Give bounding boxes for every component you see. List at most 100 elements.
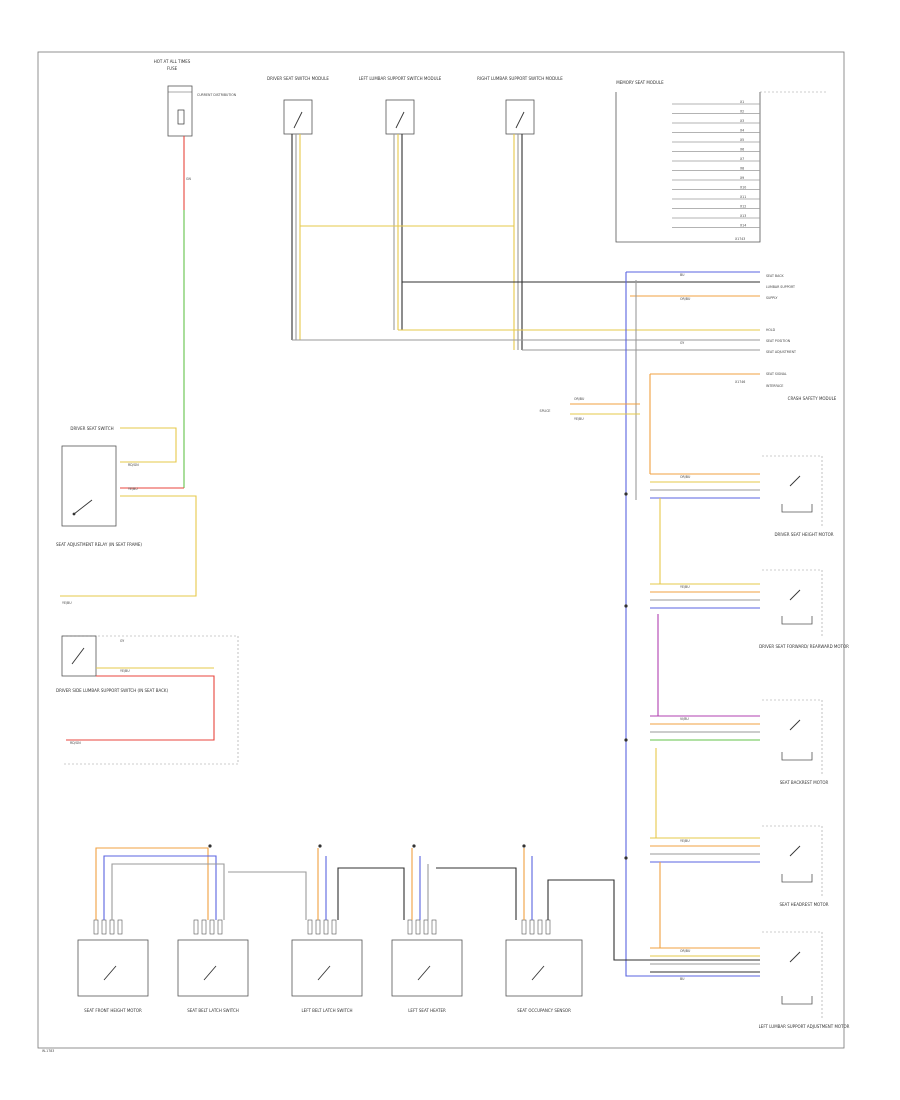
wire-red-lumbar — [66, 675, 215, 741]
wire-color-label: YE/BU — [680, 839, 690, 843]
top-fuse-sub: FUSE — [167, 66, 178, 71]
right-module: MEMORY SEAT MODULE X1X2X3X4X5X6X7X8X9X10… — [615, 80, 837, 401]
module-signal-label: SUPPLY — [766, 296, 778, 300]
wire-color-label: OR/BU — [680, 949, 691, 953]
right-module-pin-group-b: X1746 — [735, 380, 745, 384]
splice-dot — [624, 856, 628, 860]
wire-color-label: GN — [186, 177, 191, 181]
wire-color-label: RD/GN — [128, 463, 139, 467]
wire-color-label: OR/BU — [680, 297, 691, 301]
wire-color-label: GY — [120, 639, 124, 643]
module-pin-label: X6 — [740, 148, 744, 152]
connector-pin — [423, 919, 429, 935]
bottom-motors: SEAT FRONT HEIGHT MOTOR SEAT BELT LATCH S… — [77, 919, 583, 1013]
bottom-motor-label: SEAT FRONT HEIGHT MOTOR — [84, 1008, 142, 1013]
connector-pin — [93, 919, 99, 935]
wire-color-label: YE/BU — [62, 601, 72, 605]
module-signal-label: SEAT BACK — [766, 274, 784, 278]
bottom-motor-box — [291, 939, 363, 997]
module-pin-label: X3 — [740, 119, 744, 123]
splice-dot — [522, 844, 526, 848]
top-module-c-box — [505, 99, 535, 135]
right-module-label: MEMORY SEAT MODULE — [616, 80, 664, 85]
connector-pin — [331, 919, 337, 935]
switch-icon — [789, 845, 801, 857]
motor-switch-icon — [417, 965, 431, 981]
bottom-motor-label: SEAT BELT LATCH SWITCH — [187, 1008, 239, 1013]
module-pin-label: X10 — [740, 186, 746, 190]
left-switch-box — [61, 635, 97, 677]
module-signal-label: SEAT SIGNAL — [766, 372, 787, 376]
wire-blue-bottom — [103, 855, 217, 920]
wire-gray-bottom — [111, 863, 225, 920]
wire-yellow-relay — [60, 495, 197, 597]
connector-pin — [431, 919, 437, 935]
wires — [60, 134, 760, 977]
top-fuse-label: HOT AT ALL TIMES — [154, 59, 191, 64]
module-pin-label: X1 — [740, 100, 744, 104]
wire-gray-bottom-b — [228, 871, 307, 920]
connector-pin — [529, 919, 535, 935]
wire-yellow-switch — [120, 427, 177, 463]
seat-switch-box — [61, 445, 117, 527]
motor-icon — [781, 874, 813, 883]
seat-switch: DRIVER SEAT SWITCH SEAT ADJUSTMENT RELAY… — [56, 426, 142, 547]
top-module-b: LEFT LUMBAR SUPPORT SWITCH MODULE — [359, 76, 442, 135]
wire-color-label: YE/BU — [120, 669, 130, 673]
wire-orange-bottom — [95, 847, 209, 920]
splice-label: SPLICE — [540, 409, 551, 413]
wire-black-bottom-b — [436, 867, 517, 920]
connector-pin — [193, 919, 199, 935]
fuse-icon — [177, 109, 185, 125]
connector-pin — [217, 919, 223, 935]
bottom-motor-box — [391, 939, 463, 997]
diagram-frame — [37, 51, 845, 1049]
motor-switch-icon — [203, 965, 217, 981]
relay-box-label: SEAT ADJUSTMENT RELAY (IN SEAT FRAME) — [56, 542, 142, 547]
wire-color-label: BU — [680, 977, 685, 981]
right-switch-label: LEFT LUMBAR SUPPORT ADJUSTMENT MOTOR — [759, 1024, 850, 1029]
motor-switch-icon — [103, 965, 117, 981]
splice-dot — [208, 844, 212, 848]
connector-pin — [109, 919, 115, 935]
module-pin-label: X5 — [740, 138, 744, 142]
splice-dot — [624, 738, 628, 742]
wire-black-bottom-c — [547, 879, 760, 961]
module-signal-label: INTERFACE — [766, 384, 783, 388]
fuse-box — [167, 85, 193, 137]
top-fuse: HOT AT ALL TIMES FUSE CURRENT DISTRIBUTI… — [154, 59, 237, 137]
wire-black-bottom — [337, 867, 405, 920]
right-module-box — [615, 92, 761, 243]
module-pin-label: X12 — [740, 205, 746, 209]
switch-icon — [789, 719, 801, 731]
crash-label: CRASH SAFETY MODULE — [788, 396, 837, 401]
left-switch-label: DRIVER SIDE LUMBAR SUPPORT SWITCH (IN SE… — [56, 688, 169, 693]
switch-icon — [789, 475, 801, 487]
connector-pin — [521, 919, 527, 935]
connector-pin — [323, 919, 329, 935]
right-switch-label: SEAT BACKREST MOTOR — [780, 780, 829, 785]
switch-icon — [789, 951, 801, 963]
connector-pin — [315, 919, 321, 935]
top-module-b-label: LEFT LUMBAR SUPPORT SWITCH MODULE — [359, 76, 442, 81]
top-module-a-box — [283, 99, 313, 135]
wire-blue-trunk — [625, 272, 760, 977]
motor-icon — [781, 504, 813, 513]
top-module-b-box — [385, 99, 415, 135]
module-signal-label: SEAT POSITION — [766, 339, 791, 343]
connector-pin — [537, 919, 543, 935]
wire-color-label: YE/BU — [128, 487, 138, 491]
bottom-motor-box — [177, 939, 249, 997]
module-pin-label: X14 — [740, 224, 746, 228]
module-pin-label: X13 — [740, 214, 746, 218]
right-switch-label: DRIVER SEAT FORWARD/ REARWARD MOTOR — [759, 644, 849, 649]
wire-color-label: RD/GN — [70, 741, 81, 745]
connector-pin — [307, 919, 313, 935]
module-signal-label: HOLD — [766, 328, 776, 332]
connector-pin — [101, 919, 107, 935]
bottom-motor-label: LEFT BELT LATCH SWITCH — [301, 1008, 352, 1013]
switch-icon — [789, 589, 801, 601]
connector-pin — [545, 919, 551, 935]
